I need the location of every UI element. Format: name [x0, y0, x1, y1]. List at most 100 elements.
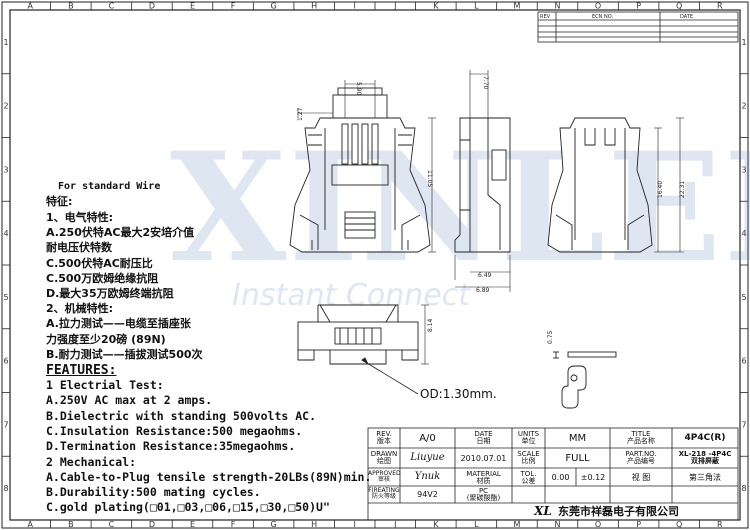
- spec-cn-line: B.耐力测试——插拔测试500次: [46, 347, 203, 361]
- date-label: DATE 日期: [474, 430, 493, 445]
- spec-cn-title: 特征:: [46, 195, 73, 208]
- zone-letter: H: [311, 520, 317, 529]
- spec-en-line: A.250V AC max at 2 amps.: [46, 393, 213, 408]
- zone-number: 7: [3, 420, 8, 429]
- spec-en-line: D.Termination Resistance:35megaohms.: [46, 439, 296, 454]
- partno-value: XL-218 -4P4C 双排屏蔽: [678, 450, 732, 465]
- dim-1-27: 1.27: [297, 107, 304, 121]
- zone-number: 3: [741, 165, 746, 174]
- zone-letter: P: [636, 2, 641, 11]
- approved-signature: Ynuk: [414, 471, 441, 482]
- drawn-label: DRAWN 绘图: [370, 450, 398, 465]
- spec-cn-line: 力强度至少20磅 (89N): [46, 332, 166, 346]
- dim-11-05: 11.05: [426, 170, 433, 187]
- zone-letter: O: [595, 520, 601, 529]
- dim-5-90: 5.90: [355, 82, 362, 96]
- drawn-signature: Liuyue: [410, 452, 445, 463]
- zone-number: 2: [741, 102, 746, 111]
- zone-letter: L: [474, 2, 479, 11]
- od-leader: [361, 357, 419, 395]
- dim-22-31: 22.31: [679, 181, 686, 198]
- bottom-view: [297, 304, 419, 365]
- spec-en-line: B.Dielectric with standing 500volts AC.: [46, 408, 317, 423]
- zone-letter: O: [595, 2, 601, 11]
- features-title: FEATURES:: [46, 363, 117, 378]
- spec-cn-line: A.拉力测试——电缆至插座张: [46, 317, 191, 331]
- zone-letter: A: [28, 2, 34, 11]
- spec-cn-line: 2、机械特性:: [46, 302, 114, 316]
- zone-letter: N: [555, 520, 561, 529]
- zone-letter: P: [636, 520, 641, 529]
- partno-label: PART.NO. 产品编号: [625, 450, 657, 465]
- scale-value: FULL: [565, 453, 590, 464]
- zone-letter: K: [433, 2, 439, 11]
- drawn-date: 2010.07.01: [460, 454, 507, 463]
- zone-letter: F: [231, 520, 236, 529]
- zone-number: 8: [3, 484, 8, 493]
- spec-en-line: 1 Electrial Test:: [46, 378, 164, 392]
- firerating-value: 94V2: [417, 490, 438, 499]
- side-view: [454, 117, 511, 253]
- zone-letter: G: [271, 520, 277, 529]
- back-dims: [654, 117, 684, 253]
- zone-letter: K: [433, 520, 439, 529]
- ecn-no-label: ECN NO.: [592, 14, 613, 20]
- dim-0-75: 0.75: [547, 330, 554, 344]
- tol-value-b: ±0.12: [580, 473, 606, 482]
- material-value: PC (聚碳酸酯): [466, 487, 501, 502]
- dim-6-49: 6.49: [478, 272, 492, 279]
- zone-letter: M: [513, 2, 520, 11]
- zone-letter: E: [190, 520, 195, 529]
- od-label: OD:1.30mm.: [420, 387, 497, 401]
- spec-en-line: A.Cable-to-Plug tensile strength-20LBs(8…: [46, 469, 372, 484]
- zone-letter: N: [555, 2, 561, 11]
- zone-letter: C: [109, 2, 115, 11]
- zone-number: 1: [3, 38, 8, 47]
- zone-letter: H: [311, 2, 317, 11]
- zone-letter: I: [354, 520, 356, 529]
- spec-en-line: C.gold plating(□01,□03,□06,□15,□30,□50)U…: [46, 500, 330, 515]
- zone-letter: F: [231, 2, 236, 11]
- zone-letter: G: [271, 2, 277, 11]
- ecn-table: [537, 11, 739, 43]
- zone-letter: L: [474, 520, 479, 529]
- title-label: TITLE 产品名称: [627, 430, 655, 445]
- spec-cn-line: 1、电气特性:: [46, 211, 114, 224]
- zone-letter: D: [149, 2, 155, 11]
- back-view: [547, 117, 653, 253]
- zone-letter: B: [68, 520, 74, 529]
- zone-letter: B: [68, 2, 74, 11]
- zone-number: 7: [741, 420, 746, 429]
- approved-label: APPROVED 审核: [368, 470, 401, 483]
- spec-cn-line: 耐电压伏特数: [46, 241, 112, 255]
- zone-number: 5: [741, 293, 746, 302]
- view-label: 视 图: [631, 473, 651, 482]
- zone-letter: E: [190, 2, 195, 11]
- front-dims: [297, 80, 436, 253]
- rev-value: A/0: [419, 433, 436, 444]
- units-label: UNITS 单位: [517, 430, 540, 445]
- zone-letter: Q: [676, 2, 682, 11]
- zone-letter: R: [717, 2, 723, 11]
- dim-7-70: 7.70: [482, 76, 489, 90]
- ecn-rev-label: REV: [540, 14, 551, 20]
- spec-cn-line: D.最大35万欧姆终端抗阻: [46, 287, 174, 300]
- spec-cn-line: A.250伏特AC最大2安培介值: [46, 226, 195, 240]
- dim-8-14: 8.14: [427, 318, 434, 332]
- material-label: MATERIAL 材质: [466, 470, 501, 485]
- spec-en-line: 2 Mechanical:: [46, 454, 137, 469]
- tol-value-a: 0.00: [551, 473, 570, 482]
- dim-16-40: 16.40: [657, 181, 664, 198]
- watermark-tagline: Instant Connect: [232, 278, 471, 313]
- spec-cn-line: C.500万欧姆绝缘抗阻: [46, 271, 159, 285]
- zone-letter: J: [393, 2, 396, 11]
- zone-letter: R: [717, 520, 723, 529]
- zone-letter: A: [28, 520, 34, 529]
- rev-label: REV. 版本: [376, 430, 392, 445]
- zone-number: 2: [3, 102, 8, 111]
- zone-letter: M: [513, 520, 520, 529]
- zone-number: 4: [3, 229, 8, 238]
- spec-en-line: B.Durability:500 mating cycles.: [46, 485, 261, 500]
